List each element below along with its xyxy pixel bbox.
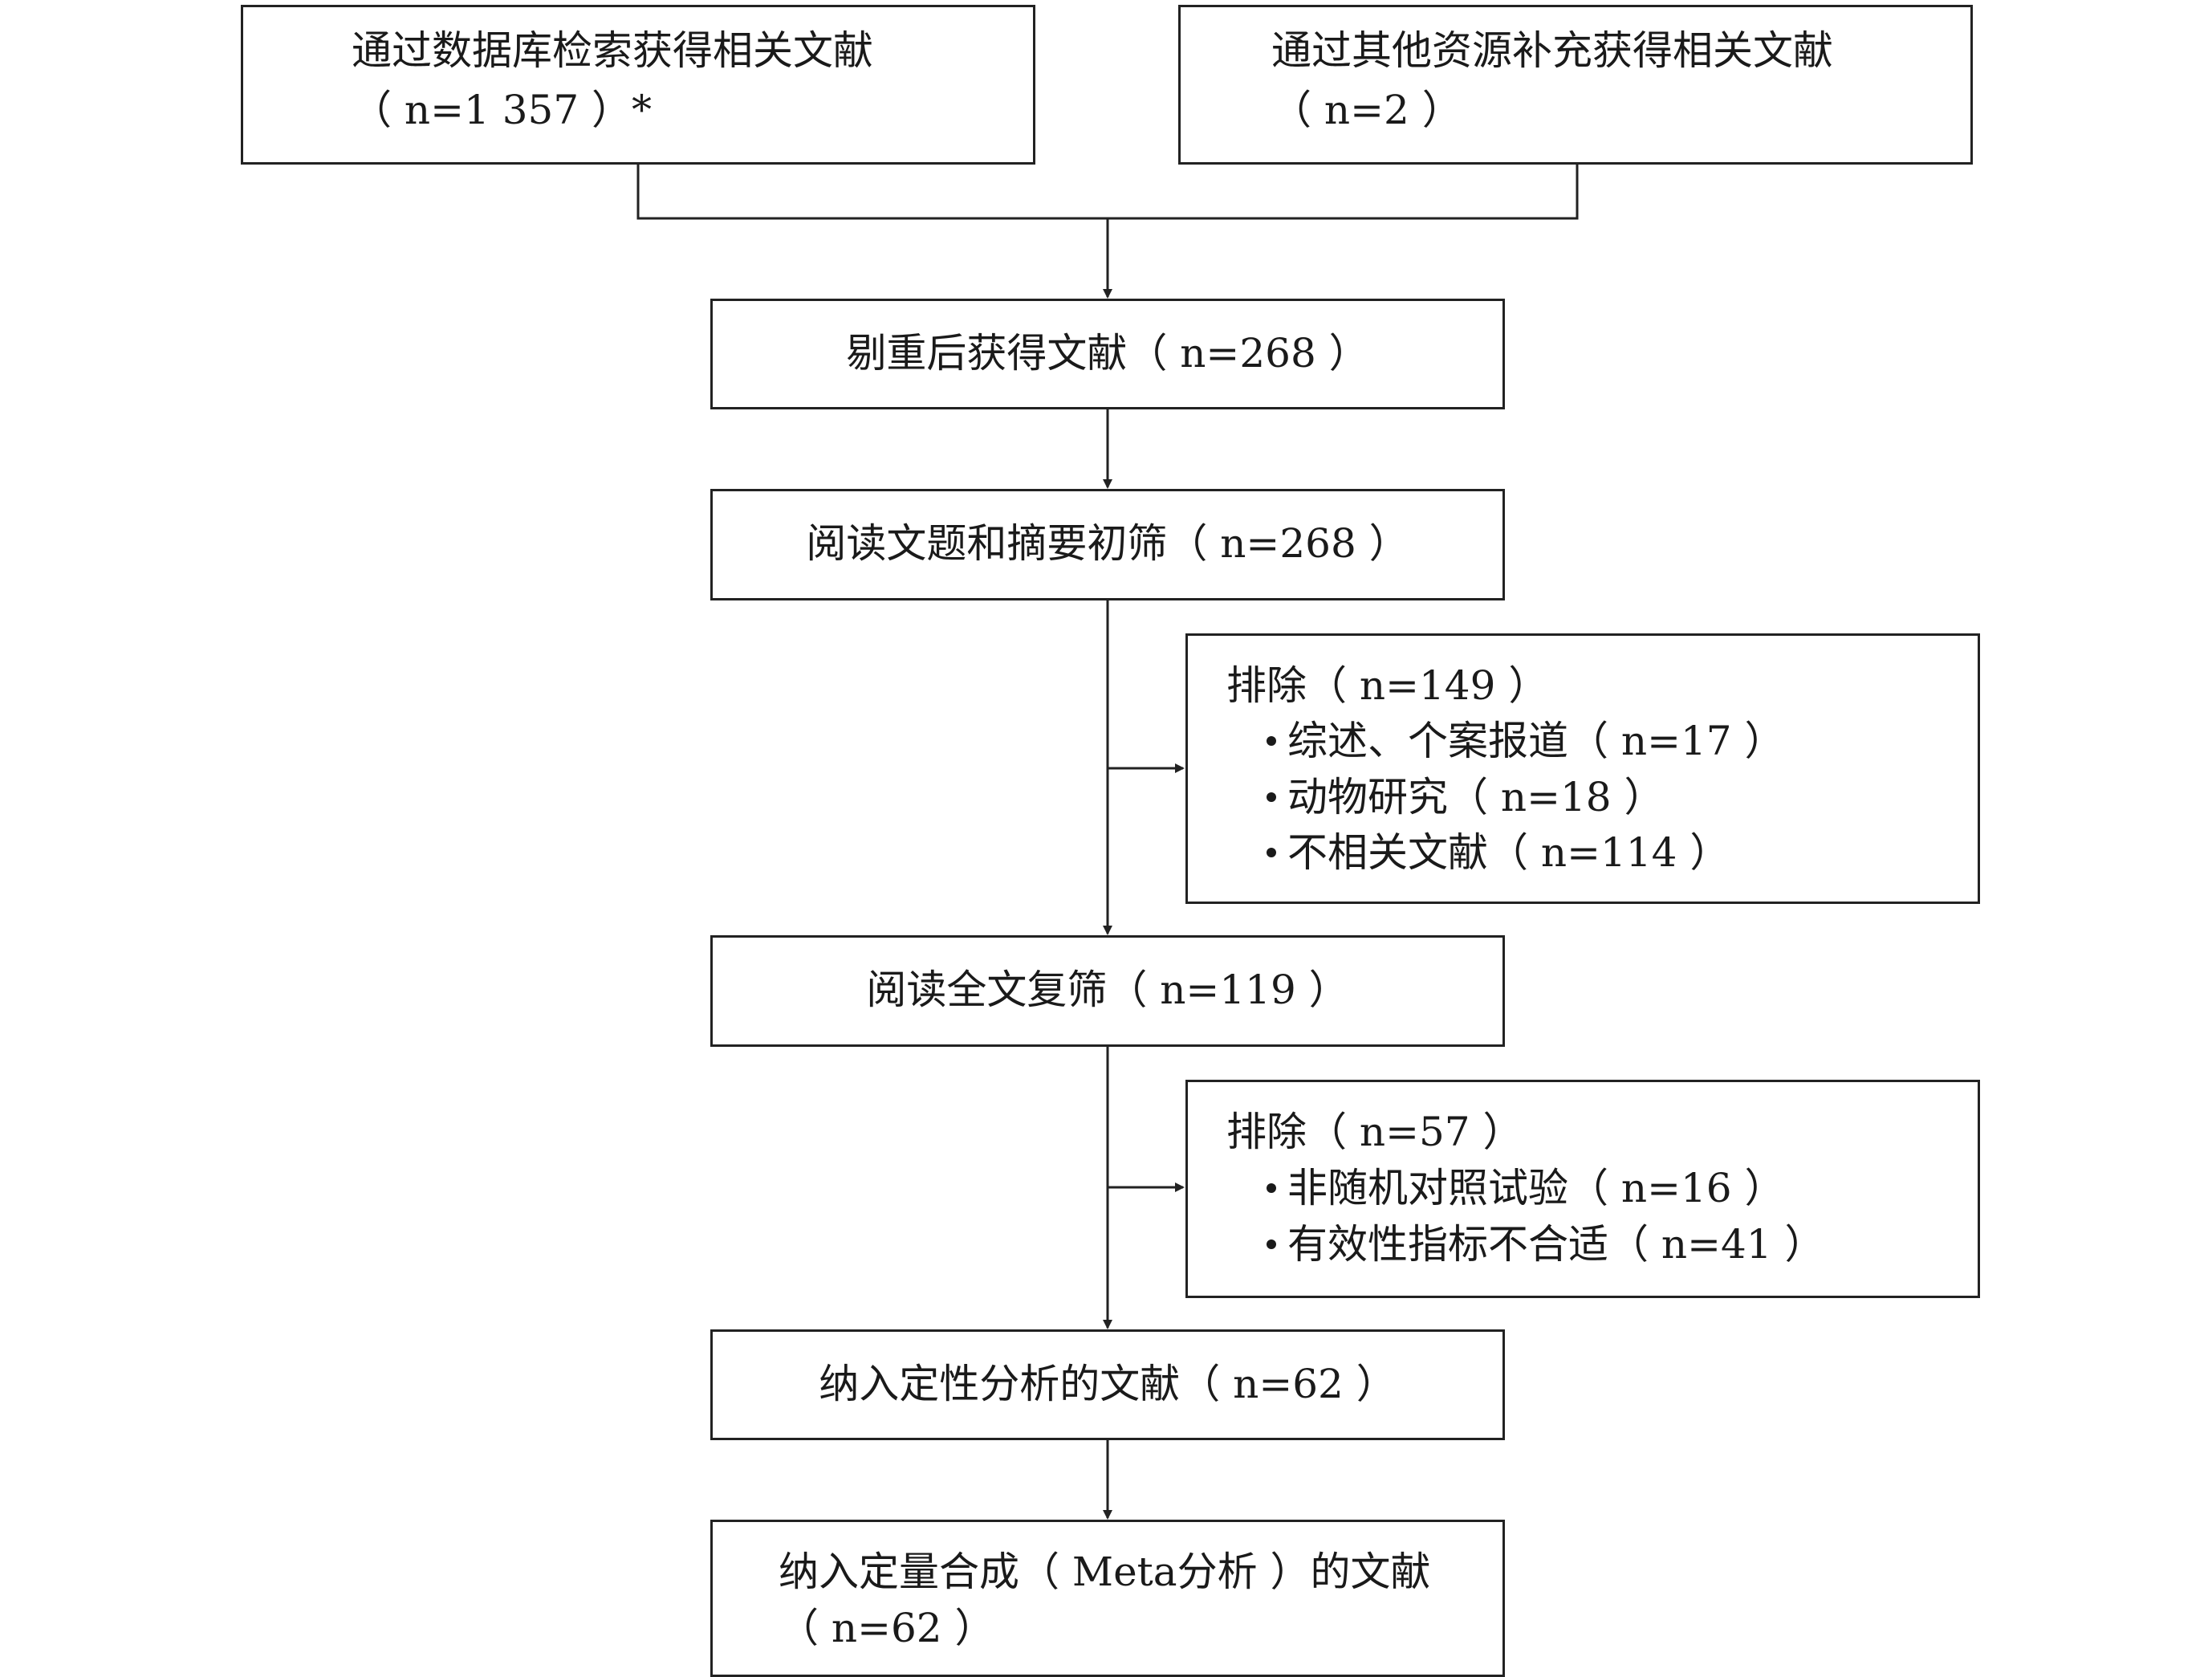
- exclude1-item: 综述、个案报道（ n=17 ）: [1267, 717, 1785, 765]
- title-abstract-box: [710, 489, 1505, 600]
- quantitative-line1: 纳入定量合成（ Meta分析 ）的文献: [779, 1549, 1431, 1595]
- exclude1-item: 动物研究（ n=18 ）: [1267, 773, 1665, 821]
- db-search-box: [241, 5, 1035, 165]
- quantitative-box: [710, 1520, 1505, 1677]
- bullet-icon: [1267, 792, 1276, 802]
- exclude2-box: [1185, 1080, 1980, 1298]
- qualitative-box: [710, 1329, 1505, 1440]
- fulltext-label: 阅读全文复筛（ n=119 ）: [866, 967, 1349, 1013]
- fulltext-box: [710, 935, 1505, 1047]
- db-search-line1: 通过数据库检索获得相关文献: [352, 27, 873, 74]
- exclude2-title: 排除（ n=57 ）: [1226, 1109, 1523, 1155]
- dedup-label: 剔重后获得文献（ n=268 ）: [846, 330, 1369, 377]
- bullet-icon: [1267, 1239, 1276, 1249]
- title-abstract-label: 阅读文题和摘要初筛（ n=268 ）: [806, 520, 1409, 567]
- bullet-icon: [1267, 736, 1276, 746]
- other-sources-box: [1178, 5, 1973, 165]
- bullet-icon: [1267, 848, 1276, 857]
- qualitative-label: 纳入定性分析的文献（ n=62 ）: [819, 1361, 1397, 1407]
- exclude1-title: 排除（ n=149 ）: [1226, 662, 1549, 709]
- exclude2-item: 非随机对照试验（ n=16 ）: [1267, 1164, 1785, 1212]
- db-search-line2: （ n=1 357 ）*: [352, 87, 653, 133]
- exclude2-item: 有效性指标不合适（ n=41 ）: [1267, 1220, 1825, 1268]
- other-sources-line2: （ n=2 ）: [1271, 87, 1462, 133]
- quantitative-line2: （ n=62 ）: [779, 1605, 995, 1651]
- other-sources-line1: 通过其他资源补充获得相关文献: [1271, 27, 1833, 74]
- exclude1-box: [1185, 633, 1980, 904]
- merge-connector: [636, 165, 1579, 220]
- bullet-icon: [1267, 1183, 1276, 1193]
- dedup-box: [710, 299, 1505, 409]
- exclude1-item: 不相关文献（ n=114 ）: [1267, 828, 1730, 877]
